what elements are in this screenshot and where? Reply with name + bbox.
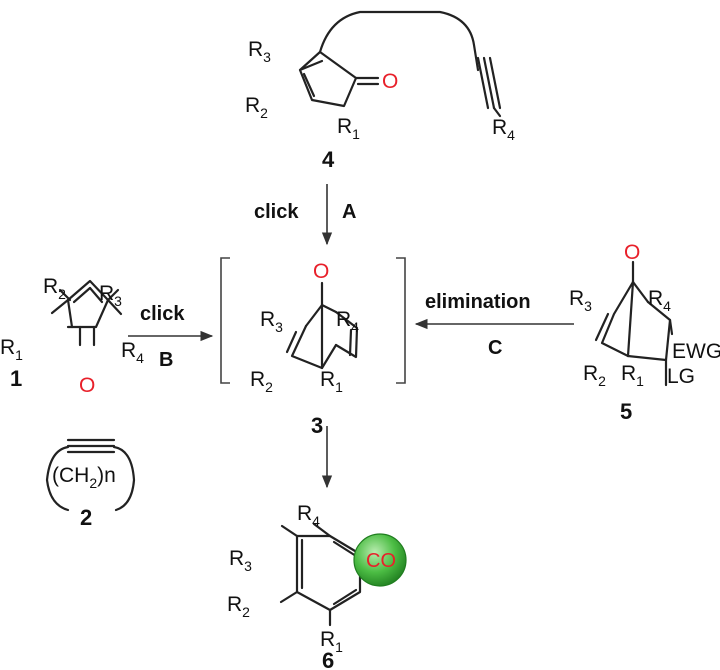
oxygen-atom: O — [79, 374, 95, 397]
arrow-a: click A — [254, 184, 356, 246]
r3-label: R3 — [569, 287, 592, 314]
co-label: CO — [366, 550, 396, 572]
arrow-c: elimination C — [414, 291, 574, 359]
arrow-b: click B — [128, 303, 214, 371]
oxygen-atom: O — [624, 241, 640, 264]
r4-label: R4 — [648, 287, 671, 314]
arrow-b-reagent: click — [140, 303, 185, 325]
r3-label: R3 — [99, 282, 122, 309]
r3-label: R3 — [248, 38, 271, 65]
compound-6: R4 R3 R2 R1 6 — [227, 502, 362, 670]
compound-1: R2 R3 R1 R4 O 1 — [0, 275, 144, 397]
compound-3: O R3 R4 R2 R1 3 — [220, 257, 406, 438]
oxygen-atom: O — [382, 70, 398, 93]
compound-5: O R3 R4 EWG R2 R1 LG 5 — [569, 241, 720, 424]
compound-1-number: 1 — [10, 366, 22, 391]
r1-label: R1 — [337, 115, 360, 142]
methylene-label: (CH2)n — [52, 464, 116, 491]
r4-label: R4 — [492, 116, 515, 143]
r4-label: R4 — [121, 339, 144, 366]
arrow-a-label: A — [342, 201, 356, 223]
arrow-c-label: C — [488, 337, 502, 359]
arrow-a-reagent: click — [254, 201, 299, 223]
compound-4-number: 4 — [322, 147, 335, 172]
compound-3-number: 3 — [311, 413, 323, 438]
r2-label: R2 — [583, 362, 606, 389]
compound-4: R3 R2 R1 O R4 4 — [245, 10, 515, 172]
arrow-b-label: B — [159, 349, 173, 371]
r3-label: R3 — [229, 547, 252, 574]
co-sphere — [353, 533, 407, 587]
co-byproduct: CO — [353, 533, 407, 587]
r2-label: R2 — [250, 368, 273, 395]
compound-2: (CH2)n 2 — [45, 438, 136, 530]
ewg-label: EWG — [672, 340, 720, 363]
r3-label: R3 — [260, 308, 283, 335]
r1-label: R1 — [320, 628, 343, 655]
r1-label: R1 — [621, 362, 644, 389]
r2-label: R2 — [43, 275, 66, 302]
lg-label: LG — [667, 365, 695, 388]
r4-label: R4 — [336, 308, 359, 335]
compound-6-number: 6 — [322, 648, 334, 670]
r1-label: R1 — [0, 336, 23, 363]
r2-label: R2 — [245, 94, 268, 121]
compound-5-number: 5 — [620, 399, 632, 424]
arrow-c-reagent: elimination — [425, 291, 531, 313]
compound-2-number: 2 — [80, 505, 92, 530]
r2-label: R2 — [227, 593, 250, 620]
oxygen-atom: O — [313, 260, 329, 283]
r4-label: R4 — [297, 502, 320, 529]
r1-label: R1 — [320, 368, 343, 395]
